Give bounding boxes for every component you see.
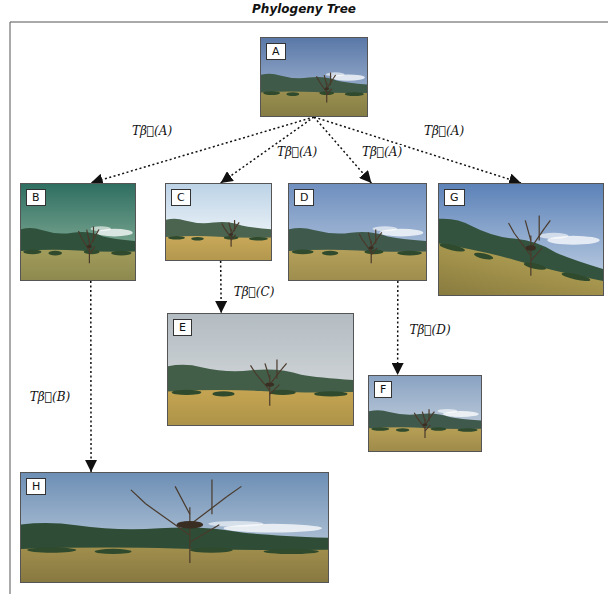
- transform-label: Tβ⃗(B): [28, 390, 72, 404]
- bush: [168, 236, 185, 240]
- mountain: [168, 365, 353, 425]
- grass-field: [439, 234, 603, 295]
- node-letter: D: [294, 189, 314, 206]
- landscape-photo: [21, 473, 328, 582]
- bush: [249, 237, 268, 241]
- node-letter: A: [266, 43, 286, 60]
- cloud: [331, 74, 365, 80]
- photo-node: B: [20, 183, 136, 281]
- landscape-photo: [168, 314, 353, 425]
- bare-tree: [509, 215, 551, 275]
- bare-tree: [131, 479, 242, 563]
- photo-node: D: [288, 183, 427, 281]
- bush: [431, 427, 447, 431]
- bush: [48, 251, 62, 256]
- bush: [23, 250, 41, 255]
- bush: [322, 251, 338, 256]
- node-letter: H: [26, 478, 46, 495]
- mountain: [439, 210, 603, 295]
- bush: [397, 251, 422, 256]
- photo-node: C: [165, 183, 272, 261]
- photo-node: G: [438, 183, 604, 296]
- node-letter: C: [171, 189, 191, 206]
- frame-top: [10, 22, 608, 23]
- grass-field: [21, 250, 135, 280]
- grass-field: [166, 236, 271, 260]
- node-letter: F: [374, 381, 392, 398]
- transform-label: Tβ⃗(A): [360, 145, 404, 159]
- bush: [314, 391, 347, 396]
- transform-label: Tβ⃗(A): [130, 124, 174, 138]
- cloud: [539, 233, 569, 239]
- bush: [190, 547, 233, 552]
- bush: [212, 391, 234, 396]
- bush: [263, 91, 280, 95]
- bush: [286, 92, 299, 96]
- bush: [439, 242, 466, 253]
- bush: [457, 428, 477, 432]
- bush: [292, 250, 314, 255]
- bare-tree: [251, 360, 287, 406]
- mountain: [289, 228, 426, 280]
- bush: [523, 261, 547, 271]
- node-letter: B: [26, 189, 46, 206]
- bush: [191, 237, 204, 241]
- transform-label: Tβ⃗(C): [232, 285, 277, 299]
- mountain: [261, 74, 367, 116]
- grass-field: [21, 548, 328, 582]
- transform-label: Tβ⃗(A): [422, 124, 466, 138]
- derivation-arrow: [90, 281, 92, 472]
- cloud: [437, 409, 457, 413]
- bush: [172, 390, 202, 395]
- photo-node: A: [260, 37, 368, 117]
- photo-node: H: [20, 472, 329, 583]
- bush: [371, 427, 389, 431]
- frame-left: [10, 22, 11, 594]
- bush: [111, 251, 132, 256]
- derivation-arrow: [220, 261, 222, 313]
- node-letter: E: [173, 319, 192, 336]
- transform-label: Tβ⃗(A): [275, 145, 319, 159]
- derivation-arrow: [397, 281, 399, 375]
- bush: [345, 92, 364, 96]
- bush: [264, 549, 319, 554]
- transform-label: Tβ⃗(D): [407, 323, 452, 337]
- derivation-arrow: [314, 117, 521, 183]
- bare-tree: [317, 73, 336, 103]
- grass-field: [289, 250, 426, 280]
- diagram-title: Phylogeny Tree: [0, 2, 608, 16]
- bare-tree: [222, 220, 239, 247]
- mountain: [166, 219, 271, 260]
- node-letter: G: [444, 189, 465, 206]
- bush: [95, 549, 132, 554]
- bare-tree: [414, 409, 434, 438]
- bare-tree: [359, 230, 382, 264]
- grass-field: [168, 390, 353, 425]
- bare-tree: [78, 226, 99, 263]
- bush: [396, 428, 409, 432]
- mountain: [21, 523, 328, 582]
- bush: [561, 271, 591, 283]
- mountain: [21, 228, 135, 280]
- mountain: [369, 410, 481, 451]
- bush: [27, 547, 76, 552]
- photo-node: F: [368, 375, 482, 452]
- bush: [473, 251, 494, 260]
- grass-field: [261, 91, 367, 116]
- photo-node: E: [167, 313, 354, 426]
